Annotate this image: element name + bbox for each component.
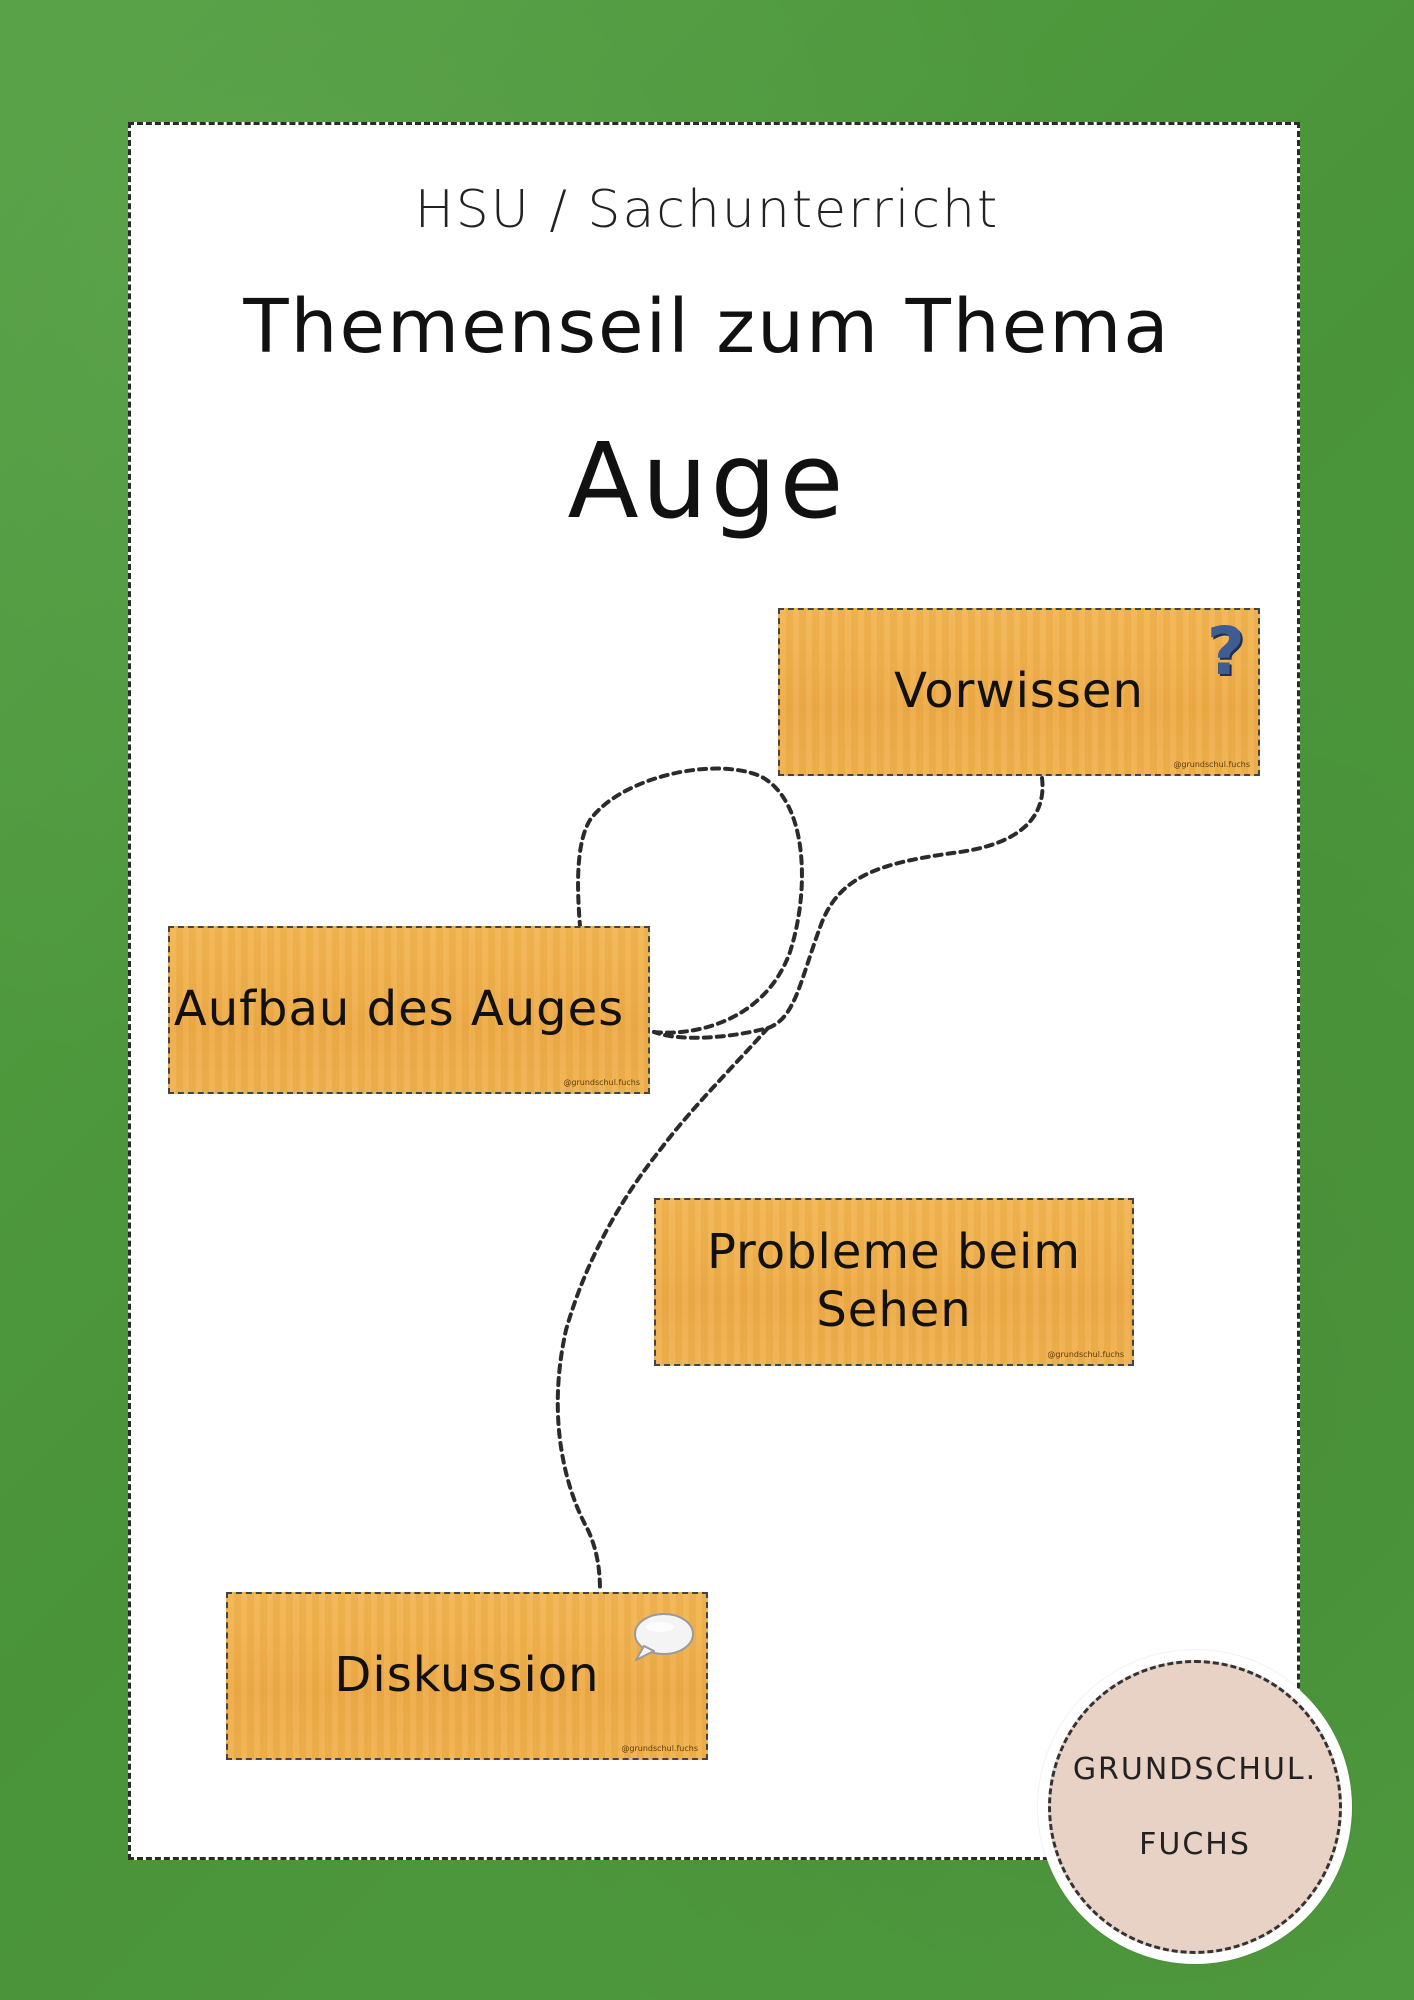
card-probleme-line1: Probleme beim [706, 1224, 1082, 1281]
card-diskussion: Diskussion @grundschul.fuchs [226, 1592, 708, 1760]
page-headline: Themenseil zum Thema [243, 284, 1171, 370]
question-mark-icon: ? [1206, 613, 1246, 690]
card-credit: @grundschul.fuchs [1173, 760, 1250, 770]
card-diskussion-label: Diskussion [334, 1647, 600, 1704]
brand-stamp-inner: GRUNDSCHUL. FUCHS [1048, 1660, 1342, 1954]
topic-title: Auge [567, 420, 847, 542]
brand-stamp-line2: FUCHS [1139, 1827, 1251, 1862]
speech-bubble-icon [634, 1613, 694, 1661]
card-credit: @grundschul.fuchs [621, 1744, 698, 1754]
brand-stamp-line1: GRUNDSCHUL. [1072, 1752, 1318, 1787]
card-probleme-line2: Sehen [816, 1282, 972, 1338]
card-credit: @grundschul.fuchs [563, 1078, 640, 1088]
card-probleme-label: Probleme beim Sehen [707, 1224, 1081, 1339]
card-vorwissen-label: Vorwissen [894, 663, 1144, 720]
brand-stamp: GRUNDSCHUL. FUCHS [1038, 1650, 1352, 1964]
card-credit: @grundschul.fuchs [1047, 1350, 1124, 1360]
card-vorwissen: Vorwissen ? @grundschul.fuchs [778, 608, 1260, 776]
card-probleme-beim-sehen: Probleme beim Sehen @grundschul.fuchs [654, 1198, 1134, 1366]
card-aufbau-label: Aufbau des Auges [173, 981, 625, 1038]
card-aufbau-des-auges: Aufbau des Auges @grundschul.fuchs [168, 926, 650, 1094]
subject-label: HSU / Sachunterricht [414, 180, 1000, 240]
